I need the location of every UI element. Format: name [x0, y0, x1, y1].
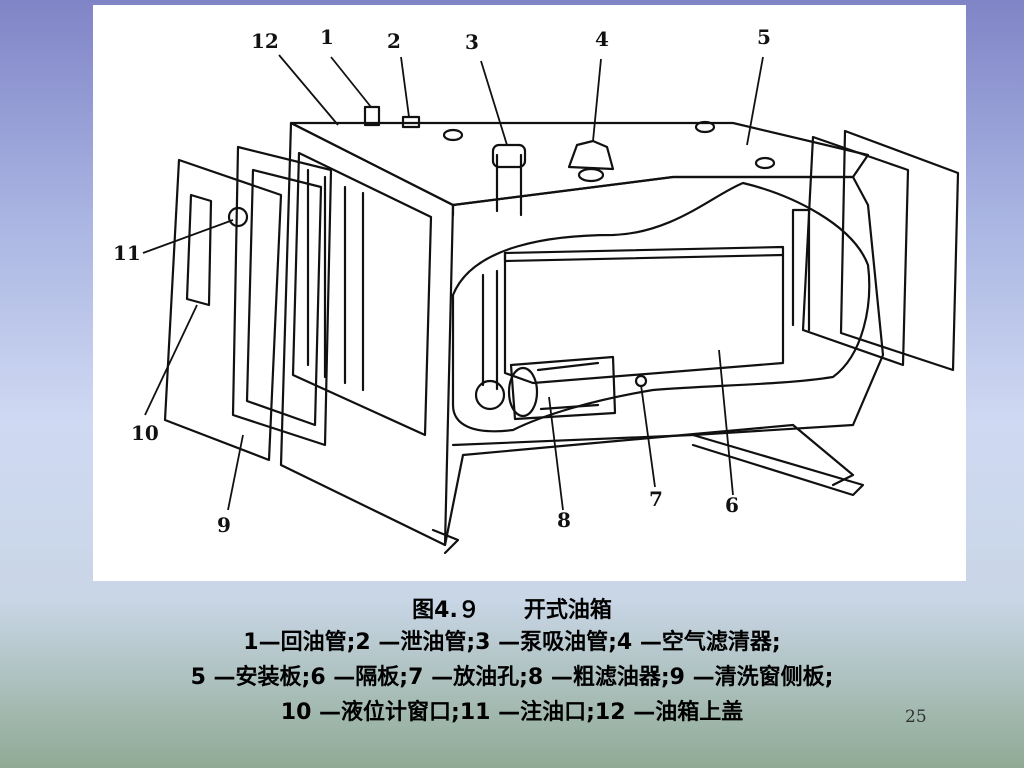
callout-11: 11: [113, 241, 141, 265]
baffle-plate: [503, 245, 785, 385]
right-panel-rear: [801, 135, 910, 367]
callout-5: 5: [757, 25, 771, 49]
return-pipe: [363, 105, 381, 127]
right-panel-front: [839, 129, 960, 372]
callout-9: 9: [217, 513, 231, 537]
figure-panel: 12 1 2 3 4 5 11 10 9 8 7 6: [93, 5, 966, 581]
air-filter: [567, 139, 615, 171]
callout-10: 10: [131, 421, 159, 445]
callout-6: 6: [725, 493, 739, 517]
drain-pipe: [401, 115, 421, 129]
callout-12: 12: [251, 29, 279, 53]
callout-2: 2: [387, 29, 401, 53]
callout-7: 7: [649, 487, 663, 511]
oil-tank-drawing: [142, 54, 960, 555]
callout-1: 1: [320, 25, 334, 49]
caption-title: 图4.９ 开式油箱: [412, 598, 612, 623]
side-panel-outer: [163, 158, 283, 462]
callout-4: 4: [595, 27, 609, 51]
callout-8: 8: [557, 508, 571, 532]
slide-number: 25: [905, 707, 927, 727]
caption-line-2: 5 —安装板;6 —隔板;7 —放油孔;8 —粗滤油器;9 —清洗窗侧板;: [190, 665, 834, 690]
caption-line-1: 1—回油管;2 —泄油管;3 —泵吸油管;4 —空气滤清器;: [243, 630, 781, 655]
callout-3: 3: [465, 30, 479, 54]
gasket-frame: [231, 145, 333, 447]
caption-line-3: 10 —液位计窗口;11 —注油口;12 —油箱上盖: [280, 700, 744, 725]
coarse-filter: [509, 355, 617, 421]
top-cover: [289, 121, 870, 207]
